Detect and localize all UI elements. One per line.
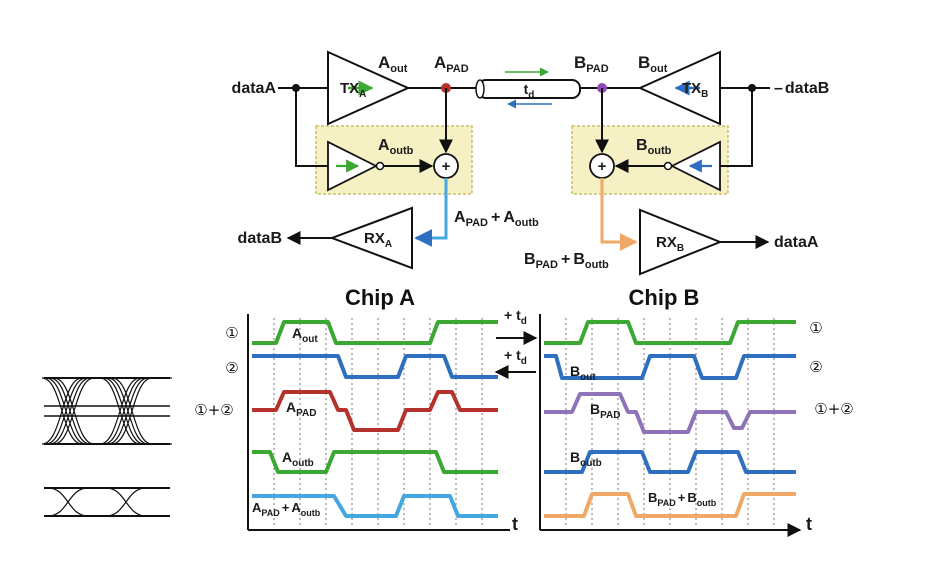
eye-trace — [103, 377, 164, 445]
bpad-plus-boutb-label: BPAD+Boutb — [524, 251, 609, 271]
rx-b-receiver — [639, 208, 723, 276]
wave-aoutb — [252, 450, 498, 474]
wave-label-bpad: BPAD — [590, 401, 621, 421]
wave-label-apad: APAD — [286, 399, 317, 419]
transmission-line: td — [475, 67, 581, 109]
td-label: td — [524, 81, 535, 101]
chip-a-dataA-label: dataA — [232, 80, 277, 97]
wave-apad — [252, 390, 498, 432]
eye-diagram-clean — [44, 487, 170, 517]
rx-a-receiver — [329, 206, 413, 270]
wave-label-apad-plus-aoutb: APAD+Aoutb — [252, 500, 321, 518]
eye-trace — [107, 377, 168, 445]
chip-b-title: Chip B — [629, 285, 700, 310]
delay-label-forward: + td — [504, 307, 527, 327]
marker-2-right: ② — [809, 358, 822, 376]
timing-left-panel — [247, 314, 510, 531]
marker-2-left: ② — [225, 359, 238, 377]
eye-trace — [111, 377, 172, 445]
wave-bout-left — [252, 354, 498, 379]
eye-trace — [53, 377, 115, 445]
eye-trace — [41, 377, 103, 445]
eye-trace — [107, 377, 168, 445]
chip-b-dataB-label: –dataB — [774, 80, 829, 97]
marker-1-right: ① — [809, 319, 822, 337]
tx-a-label: TXA — [340, 80, 366, 100]
time-axis-label-right: t — [806, 514, 812, 534]
eye-trace — [49, 377, 111, 445]
wave-bout — [544, 354, 796, 380]
eye-trace — [45, 377, 107, 445]
boutb-label: Boutb — [636, 137, 672, 157]
eye-trace — [99, 377, 160, 445]
marker-1-left: ① — [225, 324, 238, 342]
aout-label: Aout — [378, 53, 408, 75]
chip-a-title: Chip A — [345, 285, 415, 310]
wave-boutb — [544, 450, 796, 474]
chip-b-dataA-label: dataA — [774, 234, 819, 251]
tx-b-label: TXB — [682, 80, 708, 100]
chip-a-dataB-label: dataB — [238, 230, 282, 247]
apad-label: APAD — [434, 53, 469, 75]
eye-trace — [103, 377, 164, 445]
eye-trace — [99, 377, 160, 445]
eye-diagram-multilevel — [41, 377, 172, 445]
time-axis-label-left: t — [512, 514, 518, 534]
bout-label: Bout — [638, 53, 668, 75]
wave-label-bpad-plus-boutb: BPAD+Boutb — [648, 490, 717, 508]
chip-a-schematic: + dataA dataB TXA RXA Aout APAD Aoutb AP… — [232, 50, 539, 310]
eye-trace — [45, 377, 107, 445]
marker-sum-right: ①+② — [814, 400, 853, 418]
apad-plus-aoutb-label: APAD+Aoutb — [454, 209, 539, 229]
wave-aout — [252, 320, 498, 345]
eye-trace — [47, 487, 109, 517]
timing-right-panel — [539, 314, 802, 537]
wave-label-aoutb: Aoutb — [282, 449, 314, 469]
eye-trace — [105, 487, 166, 517]
wave-bpad — [544, 392, 796, 434]
eye-diagrams — [41, 377, 172, 517]
wave-label-boutb: Boutb — [570, 449, 602, 469]
rx-b-label: RXB — [656, 234, 684, 254]
wave-bpad-plus-boutb — [544, 492, 796, 518]
marker-sum-left: ①+② — [194, 401, 233, 419]
eye-trace — [105, 487, 166, 517]
adder-a-symbol: + — [442, 158, 451, 175]
rx-a-label: RXA — [364, 230, 392, 250]
wave-label-bout: Bout — [570, 363, 596, 383]
eye-trace — [111, 377, 172, 445]
aoutb-label: Aoutb — [378, 137, 414, 157]
eye-trace — [41, 377, 103, 445]
bpad-label: BPAD — [574, 53, 609, 75]
wave-label-aout: Aout — [292, 325, 318, 345]
delay-label-backward: + td — [504, 347, 527, 367]
wave-apad-plus-aoutb — [252, 494, 498, 518]
eye-trace — [47, 487, 109, 517]
adder-b-symbol: + — [598, 158, 607, 175]
eye-trace — [53, 377, 115, 445]
chip-b-schematic: + –dataB dataA TXB RXB Bout BPAD Boutb B… — [524, 50, 829, 310]
wave-aout-right — [544, 320, 796, 345]
eye-trace — [49, 377, 111, 445]
